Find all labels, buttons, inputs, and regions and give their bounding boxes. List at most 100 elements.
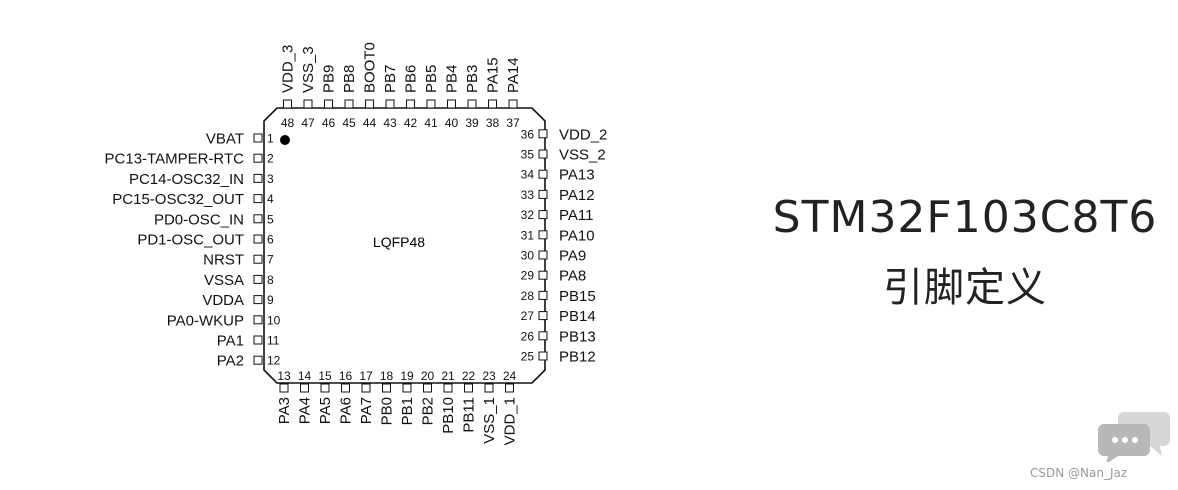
pin-pad — [253, 315, 263, 325]
pin-pad — [253, 234, 263, 244]
pin-number: 8 — [267, 273, 274, 287]
pin-pad — [488, 99, 497, 109]
pin-number: 24 — [503, 369, 517, 383]
pin-label: PA9 — [559, 248, 586, 265]
pin-number: 14 — [298, 369, 312, 383]
pin-pad — [253, 274, 263, 284]
csdn-watermark: CSDN @Nan_Jaz — [1030, 466, 1128, 480]
pin-pad — [464, 383, 473, 393]
pin-number: 29 — [521, 269, 535, 283]
pin-label: PB8 — [341, 65, 358, 93]
pin-pad — [402, 383, 412, 393]
pin-label: PC15-OSC32_OUT — [112, 191, 244, 208]
pin-label: NRST — [203, 252, 244, 269]
pin-pad — [423, 383, 432, 393]
pin-number: 26 — [521, 329, 535, 343]
pin-label: PB15 — [559, 288, 596, 305]
pin-number: 6 — [267, 233, 274, 247]
pin-pad — [320, 383, 330, 393]
pin-number: 5 — [267, 212, 274, 226]
pin-number: 27 — [521, 309, 535, 323]
pin-number: 43 — [383, 116, 397, 130]
pin-number: 12 — [267, 354, 281, 368]
pin-number: 4 — [267, 192, 274, 206]
pin-number: 48 — [281, 116, 295, 130]
pin-number: 32 — [521, 208, 535, 222]
package-label: LQFP48 — [373, 234, 425, 250]
pin-pad — [538, 169, 548, 179]
pin-label: PB6 — [403, 65, 420, 93]
pin-pad — [253, 194, 263, 204]
pin-number: 3 — [267, 172, 274, 186]
pin-label: PA11 — [559, 207, 593, 224]
pin-label: VSSA — [204, 272, 244, 289]
pin-number: 38 — [486, 116, 500, 130]
pin-pad — [365, 99, 374, 109]
pin-label: PA8 — [559, 268, 586, 285]
pin-label: PA13 — [559, 167, 595, 184]
pin-pad — [443, 383, 453, 393]
pin-label: PA12 — [559, 187, 595, 204]
pin-pad — [538, 250, 548, 260]
pin1-marker-dot — [280, 135, 290, 145]
pin-number: 45 — [342, 116, 356, 130]
pin-label: PB11 — [461, 397, 478, 433]
pin-label: VDD_1 — [502, 397, 519, 445]
chat-bubble-icon — [1098, 412, 1170, 462]
pin-pad — [538, 290, 548, 300]
pin-label: PB2 — [420, 397, 437, 425]
pin-label: PB10 — [440, 397, 457, 434]
pin-label: PA4 — [297, 397, 314, 424]
pin-number: 9 — [267, 293, 274, 307]
pin-pad — [324, 99, 333, 109]
pinout-diagram: LQFP48 1VBAT2PC13-TAMPER-RTC3PC14-OSC32_… — [105, 42, 608, 445]
pin-label: PA7 — [358, 397, 375, 424]
pin-pad — [538, 270, 548, 280]
pin-number: 18 — [380, 369, 394, 383]
pin-label: PA2 — [217, 353, 244, 370]
pin-number: 7 — [267, 253, 274, 267]
pin-number: 35 — [521, 148, 535, 162]
pin-label: PA1 — [217, 333, 244, 350]
pin-pad — [253, 335, 263, 345]
pin-pad — [283, 99, 292, 109]
pin-label: BOOT0 — [362, 42, 379, 93]
pin-number: 30 — [521, 249, 535, 263]
pin-pad — [382, 383, 391, 393]
pin-label: PB3 — [464, 65, 481, 93]
pin-number: 23 — [482, 369, 496, 383]
pin-number: 37 — [506, 116, 520, 130]
pin-number: 22 — [462, 369, 476, 383]
pin-pad — [253, 173, 263, 183]
pin-label: VBAT — [206, 131, 244, 148]
pin-label: PB7 — [382, 65, 399, 93]
pin-label: PA5 — [317, 397, 334, 424]
pin-label: VDDA — [202, 292, 244, 309]
pin-pad — [467, 99, 477, 109]
pin-pad — [300, 383, 309, 393]
chip-body — [263, 107, 546, 384]
pin-label: PB12 — [559, 349, 596, 366]
pin-label: PB9 — [321, 65, 338, 93]
pins-layer: 1VBAT2PC13-TAMPER-RTC3PC14-OSC32_IN4PC15… — [105, 42, 608, 445]
pin-pad — [484, 383, 494, 393]
pin-number: 2 — [267, 152, 274, 166]
pin-label: VDD_3 — [280, 45, 297, 93]
pin-label: PA0-WKUP — [167, 312, 244, 329]
pin-pad — [253, 355, 263, 365]
pin-pad — [303, 99, 313, 109]
pin-number: 44 — [363, 116, 377, 130]
pin-label: PA3 — [276, 397, 293, 424]
pin-pad — [406, 99, 415, 109]
pin-label: PB4 — [444, 65, 461, 93]
pin-label: PB13 — [559, 328, 596, 345]
pin-number: 19 — [400, 369, 414, 383]
pin-pad — [341, 383, 350, 393]
pin-number: 33 — [521, 188, 535, 202]
pin-label: PB1 — [399, 397, 416, 425]
pin-label: PA15 — [485, 57, 502, 93]
pin-pad — [279, 383, 289, 393]
pin-pad — [253, 153, 263, 163]
pin-label: VDD_2 — [559, 126, 607, 143]
pin-label: PB14 — [559, 308, 596, 325]
